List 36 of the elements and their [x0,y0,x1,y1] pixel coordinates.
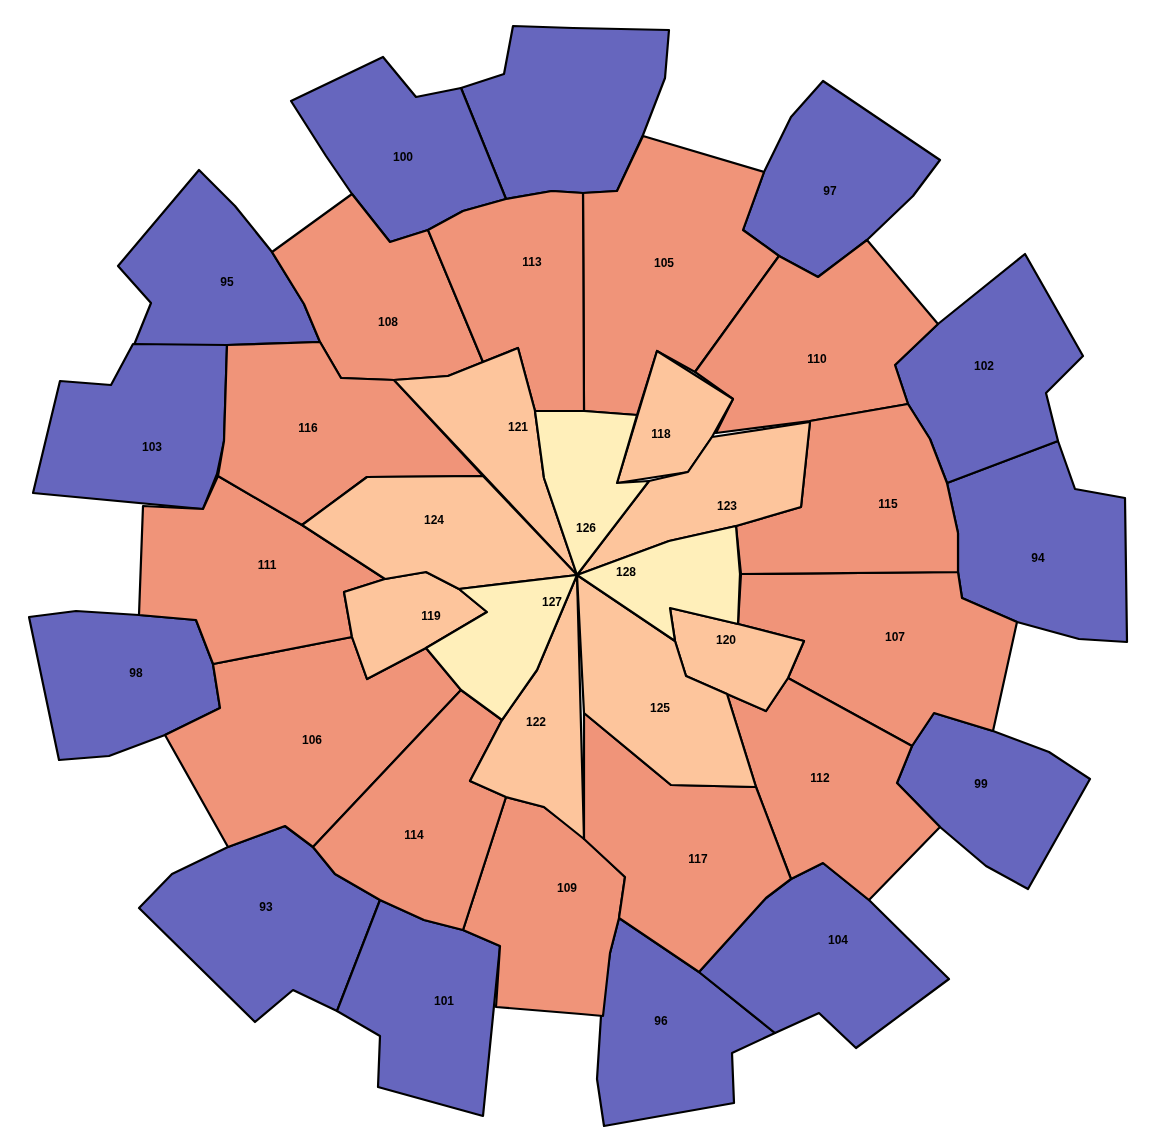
region-number: 94 [1031,551,1045,565]
region-number: 114 [404,828,424,842]
region-number: 125 [650,701,670,715]
region-number: 128 [616,565,636,579]
region-number: 95 [220,275,234,289]
region-number: 115 [878,497,898,511]
region-number: 97 [823,184,837,198]
region-number: 110 [807,352,827,366]
region-number: 103 [142,440,162,454]
region-number: 112 [810,771,830,785]
region-number: 96 [654,1014,668,1028]
region-number: 104 [828,933,848,947]
region-number: 111 [257,558,277,572]
region-number: 105 [654,256,674,270]
region-number: 106 [302,733,322,747]
region-number: 99 [974,777,988,791]
region-number: 108 [378,315,398,329]
region-number: 113 [522,255,542,269]
region-number: 100 [393,150,413,164]
region-number: 121 [508,420,528,434]
region-number: 118 [651,427,671,441]
region-number: 127 [542,595,562,609]
region-number: 120 [716,633,736,647]
region-number: 119 [421,609,441,623]
region-number: 98 [129,666,143,680]
region-number: 123 [717,499,737,513]
region-number: 117 [688,852,708,866]
region-number: 102 [974,359,994,373]
region-number: 101 [434,994,454,1008]
region-number: 107 [885,630,905,644]
region-number: 124 [424,513,444,527]
region-number: 126 [576,521,596,535]
region-number: 93 [259,900,273,914]
region-number: 109 [557,881,577,895]
region-number: 116 [298,421,318,435]
region-number: 122 [526,715,546,729]
